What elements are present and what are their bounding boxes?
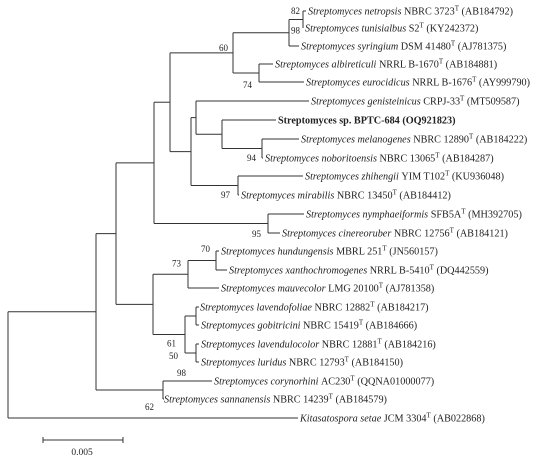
leaf-labels: Streptomyces netropsis NBRC 3723T (AB184… [164, 5, 530, 425]
tree-branches [7, 10, 309, 419]
leaf-label: Streptomyces luridus NBRC 12793T (AB1841… [201, 356, 403, 369]
bootstrap-value: 98 [177, 368, 187, 378]
leaf-label: Streptomyces lavendulocolor NBRC 12881T … [201, 338, 436, 351]
leaf-label: Streptomyces tunisialbus S2T (KY242372) [305, 22, 478, 35]
leaf-label: Streptomyces sannanensis NBRC 14239T (AB… [164, 393, 387, 406]
leaf-label: Streptomyces melanogenes NBRC 12890T (AB… [301, 133, 527, 146]
bootstrap-value: 95 [252, 229, 262, 239]
leaf-label: Streptomyces nymphaeiformis SFB5AT (MH39… [306, 208, 522, 221]
bootstrap-value: 60 [219, 43, 229, 53]
leaf-label: Streptomyces cinereoruber NBRC 12756T (A… [282, 227, 508, 240]
bootstrap-value: 94 [247, 153, 257, 163]
bootstrap-value: 62 [145, 402, 154, 412]
leaf-label: Streptomyces corynorhini AC230T (QQNA010… [214, 375, 434, 388]
bootstrap-value: 97 [221, 190, 231, 200]
leaf-label: Kitasatospora setae JCM 3304T (AB022868) [299, 412, 485, 425]
leaf-label: Streptomyces hundungensis MBRL 251T (JN5… [221, 245, 438, 258]
leaf-label: Streptomyces gobitricini NBRC 15419T (AB… [201, 319, 417, 332]
bootstrap-value: 61 [167, 339, 176, 349]
leaf-label: Streptomyces netropsis NBRC 3723T (AB184… [308, 5, 513, 18]
leaf-label: Streptomyces mauvecolor LMG 20100T (AJ78… [221, 282, 434, 295]
bootstrap-value: 74 [243, 80, 253, 90]
bootstrap-value: 73 [172, 258, 182, 268]
leaf-label: Streptomyces eurocidicus NRRL B-1676T (A… [306, 76, 530, 89]
bootstrap-value: 82 [291, 6, 300, 16]
leaf-label: Streptomyces xanthochromogenes NRRL B-54… [229, 264, 489, 277]
bootstrap-values: 82 98 60 74 94 97 95 70 73 61 50 98 62 [145, 6, 301, 412]
bootstrap-value: 50 [169, 351, 179, 361]
leaf-label: Streptomyces noboritoensis NBRC 13065T (… [265, 152, 494, 165]
bootstrap-value: 98 [291, 26, 301, 36]
leaf-label: Streptomyces zhihengii YIM T102T (KU9360… [305, 170, 504, 183]
focal-strain-label: Streptomyces sp. BPTC-684 (OQ921823) [278, 116, 456, 127]
leaf-label: Streptomyces syringium DSM 41480T (AJ781… [301, 40, 506, 53]
leaf-label: Streptomyces genisteinicus CRPJ-33T (MT5… [311, 95, 520, 108]
scale-bar: 0.005 [42, 437, 124, 458]
leaf-label: Streptomyces lavendofoliae NBRC 12882T (… [200, 301, 429, 314]
bootstrap-value: 70 [201, 244, 211, 254]
leaf-label: Streptomyces albireticuli NRRL B-1670T (… [275, 58, 497, 71]
scale-bar-label: 0.005 [71, 448, 93, 458]
leaf-label: Streptomyces mirabilis NBRC 13450T (AB18… [241, 189, 451, 202]
